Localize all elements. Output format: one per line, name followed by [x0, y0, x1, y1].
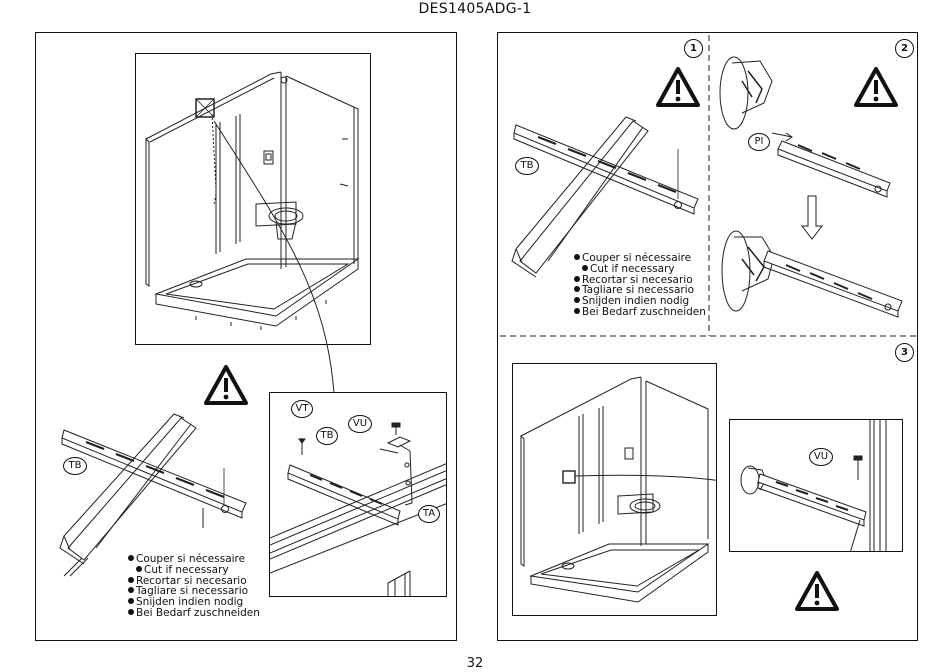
- label-vu: VU: [348, 415, 372, 433]
- label-tb: TB: [63, 457, 87, 475]
- label-pi: PI: [748, 133, 770, 151]
- step1-cut-instructions: Couper si nécessaire Cut if necessary Re…: [574, 253, 706, 318]
- left-panel: TB Couper si nécessaire Cut if necessary…: [35, 32, 457, 641]
- warning-triangle-icon: [854, 67, 898, 107]
- step-1-badge: 1: [684, 39, 703, 58]
- page-number: 32: [466, 656, 484, 671]
- step-dividers: [500, 35, 917, 337]
- instruction-en: Cut if necessary: [574, 263, 706, 275]
- instruction-fr: Couper si nécessaire: [128, 554, 260, 565]
- step1-rail-cut-illustration: [511, 116, 699, 278]
- step3-fixing-detail: VU: [729, 419, 903, 552]
- instruction-en: Cut if necessary: [128, 564, 260, 576]
- instruction-de: Bei Bedarf zuschneiden: [128, 608, 260, 619]
- instruction-fr: Couper si nécessaire: [574, 253, 706, 264]
- step3-cabin-illustration: [512, 363, 717, 616]
- cut-instructions: Couper si nécessaire Cut if necessary Re…: [128, 554, 260, 619]
- step-2-badge: 2: [895, 39, 914, 58]
- instruction-nl: Snijden indien nodig: [574, 296, 706, 307]
- label-vt: VT: [291, 400, 313, 418]
- instruction-es: Recortar si necesario: [574, 274, 706, 286]
- label-tb-detail: TB: [316, 427, 338, 445]
- instruction-nl: Snijden indien nodig: [128, 597, 260, 608]
- document-title: DES1405ADG-1: [418, 1, 532, 17]
- leader-line: [213, 120, 335, 394]
- warning-triangle-icon: [204, 365, 248, 405]
- label-vu-step3: VU: [809, 448, 833, 466]
- instruction-it: Tagliare si necessario: [128, 586, 260, 597]
- right-panel: 1 2 3 TB Couper si nécessaire Cut if nec…: [497, 32, 918, 641]
- instruction-es: Recortar si necesario: [128, 575, 260, 587]
- step2-connector-illustration: [719, 56, 903, 318]
- instruction-de: Bei Bedarf zuschneiden: [574, 307, 706, 318]
- rail-fixing-detail: VT TB VU TA: [269, 392, 447, 597]
- warning-triangle-icon: [795, 571, 839, 611]
- label-ta: TA: [418, 505, 440, 523]
- instruction-it: Tagliare si necessario: [574, 285, 706, 296]
- label-tb-step1: TB: [515, 157, 539, 175]
- warning-triangle-icon: [656, 67, 700, 107]
- cabin-overview-illustration: [135, 53, 371, 345]
- rail-cut-illustration: [59, 413, 247, 577]
- step-3-badge: 3: [895, 343, 914, 362]
